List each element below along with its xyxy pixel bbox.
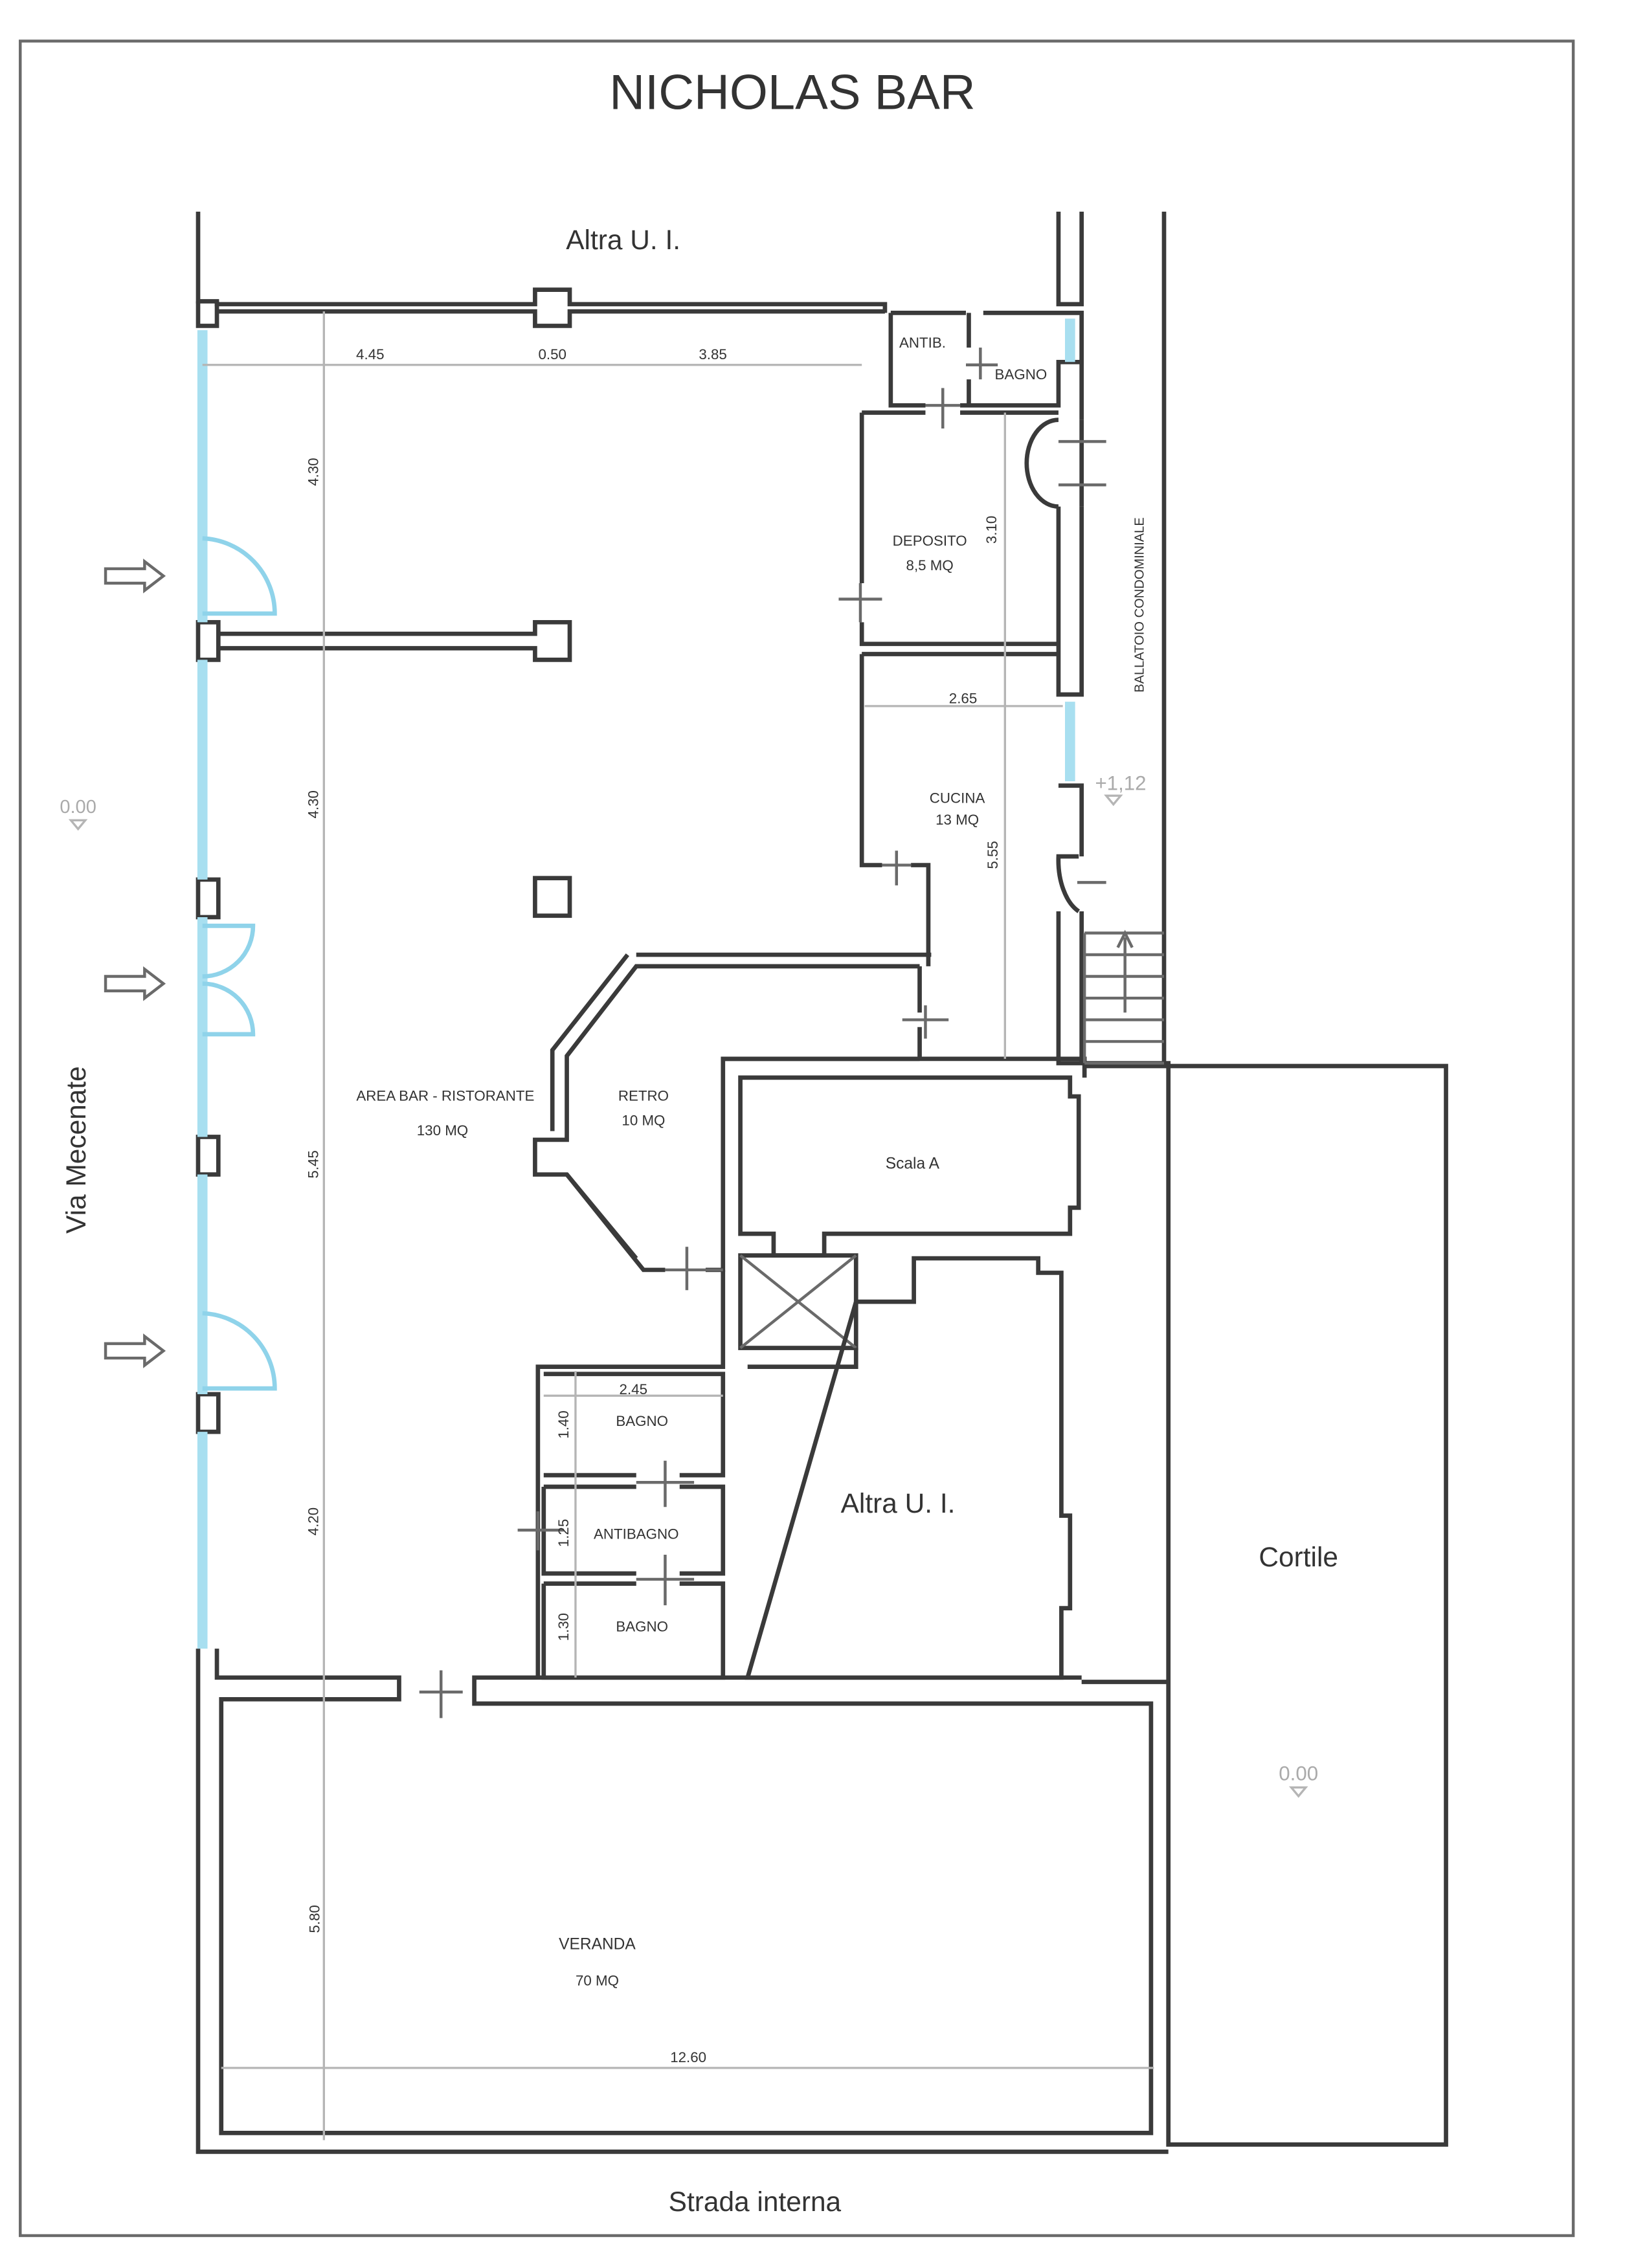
dim-top-3: 3.85 (699, 346, 726, 362)
dim-deposito-height: 3.10 (983, 516, 1000, 544)
elevation-marker-icon (1288, 1786, 1308, 1798)
wall-wc-top (888, 310, 1084, 408)
dim-wc-h1: 1.40 (555, 1410, 572, 1438)
courtyard-label: Cortile (1259, 1542, 1338, 1572)
dim-left-3: 5.45 (305, 1150, 321, 1178)
wall-scala (738, 1075, 1081, 1258)
pillar-top-left (196, 301, 219, 328)
dim-top-2: 0.50 (538, 346, 566, 362)
elevation-marker-icon (1104, 794, 1123, 806)
dim-left-2: 4.30 (305, 790, 321, 818)
room-antibagno-name: ANTIBAGNO (594, 1526, 679, 1542)
dim-veranda-width: 12.60 (670, 2049, 706, 2065)
wall-deposito-right (1056, 359, 1084, 697)
balcony-stairs (1082, 929, 1164, 1065)
pillar-left-2 (196, 877, 221, 920)
wall-bagno-1 (543, 1372, 726, 1478)
elevation-balcony: +1,12 (1095, 772, 1146, 794)
wall-top-right (1056, 212, 1084, 307)
room-deposito-name: DEPOSITO (893, 533, 967, 549)
elevation-courtyard: 0.00 (1279, 1762, 1318, 1784)
room-scala-name: Scala A (886, 1155, 940, 1173)
dim-top-1: 4.45 (356, 346, 384, 362)
door-marks (419, 347, 1106, 1718)
wall-top (196, 212, 888, 313)
pillar-left-3 (196, 1135, 221, 1177)
doors (202, 347, 1106, 1718)
entrance-arrows (104, 558, 166, 1368)
elevation-marker-icon (68, 819, 88, 831)
wall-veranda-inner (214, 1649, 1154, 2135)
pillar-left-4 (196, 1392, 221, 1434)
dim-wc-h3: 1.30 (555, 1613, 572, 1641)
walls (196, 212, 1448, 2154)
entrance-door-3 (202, 1311, 277, 1391)
room-deposito-area: 8,5 MQ (906, 557, 954, 573)
room-bagno-2-name: BAGNO (616, 1618, 668, 1634)
room-bagno-1-name: BAGNO (616, 1413, 668, 1429)
dim-wc-h2: 1.25 (555, 1519, 572, 1547)
balcony-label: BALLATOIO CONDOMINIALE (1133, 517, 1147, 693)
room-bagno-top-name: BAGNO (995, 366, 1048, 383)
wall-retro (533, 952, 932, 1273)
room-cucina-name: CUCINA (930, 790, 985, 806)
wall-cucina-right (1056, 783, 1084, 1065)
neighbor-top-label: Altra U. I. (566, 225, 680, 255)
entrance-door-1 (202, 536, 277, 616)
wall-scala-top (723, 1056, 1087, 1078)
room-retro-name: RETRO (618, 1088, 669, 1104)
dim-left-1: 4.30 (305, 458, 321, 485)
wall-veranda-outer (196, 1649, 1169, 2154)
dim-cucina-height: 5.55 (985, 841, 1001, 869)
wall-neighbor-mid (745, 1256, 1073, 1680)
sheet-border (19, 39, 1575, 2238)
arrow-icon (104, 966, 166, 1001)
room-main-area: 130 MQ (417, 1122, 468, 1139)
pillar-left-1 (196, 619, 221, 662)
wall-cucina (859, 652, 1059, 1059)
room-veranda-area: 70 MQ (576, 1973, 619, 1989)
wall-top-inner (217, 309, 885, 328)
dimension-lines (202, 311, 1154, 2140)
dim-left-5: 5.80 (307, 1905, 323, 1933)
room-retro-area: 10 MQ (622, 1113, 665, 1129)
street-left-label: Via Mecenate (61, 1066, 91, 1234)
dim-left-4: 4.20 (305, 1507, 321, 1535)
arrow-icon (104, 1333, 166, 1368)
interior-partition (218, 619, 572, 662)
glass-facade (197, 318, 1075, 1649)
arrow-icon (104, 558, 166, 594)
room-antib-name: ANTIB. (899, 335, 946, 351)
neighbor-mid-label: Altra U. I. (841, 1488, 956, 1518)
kitchen-balcony-door (1056, 854, 1081, 913)
room-main-name: AREA BAR - RISTORANTE (356, 1088, 534, 1104)
dim-wc-width: 2.45 (620, 1381, 647, 1397)
wall-courtyard (1081, 1061, 1448, 2147)
dim-cucina-width: 2.65 (949, 690, 977, 706)
elevation-street: 0.00 (60, 797, 96, 817)
elevator-cross (739, 1254, 857, 1350)
room-cucina-area: 13 MQ (936, 812, 979, 828)
plan-title: NICHOLAS BAR (609, 65, 975, 120)
entrance-door-2 (202, 924, 256, 1037)
balcony-double-door (1024, 417, 1084, 509)
room-veranda-name: VERANDA (559, 1936, 636, 1953)
column-center (533, 876, 572, 918)
street-bottom-label: Strada interna (669, 2186, 842, 2217)
wall-antibagno (541, 1484, 726, 1576)
wall-deposito (859, 410, 1059, 647)
